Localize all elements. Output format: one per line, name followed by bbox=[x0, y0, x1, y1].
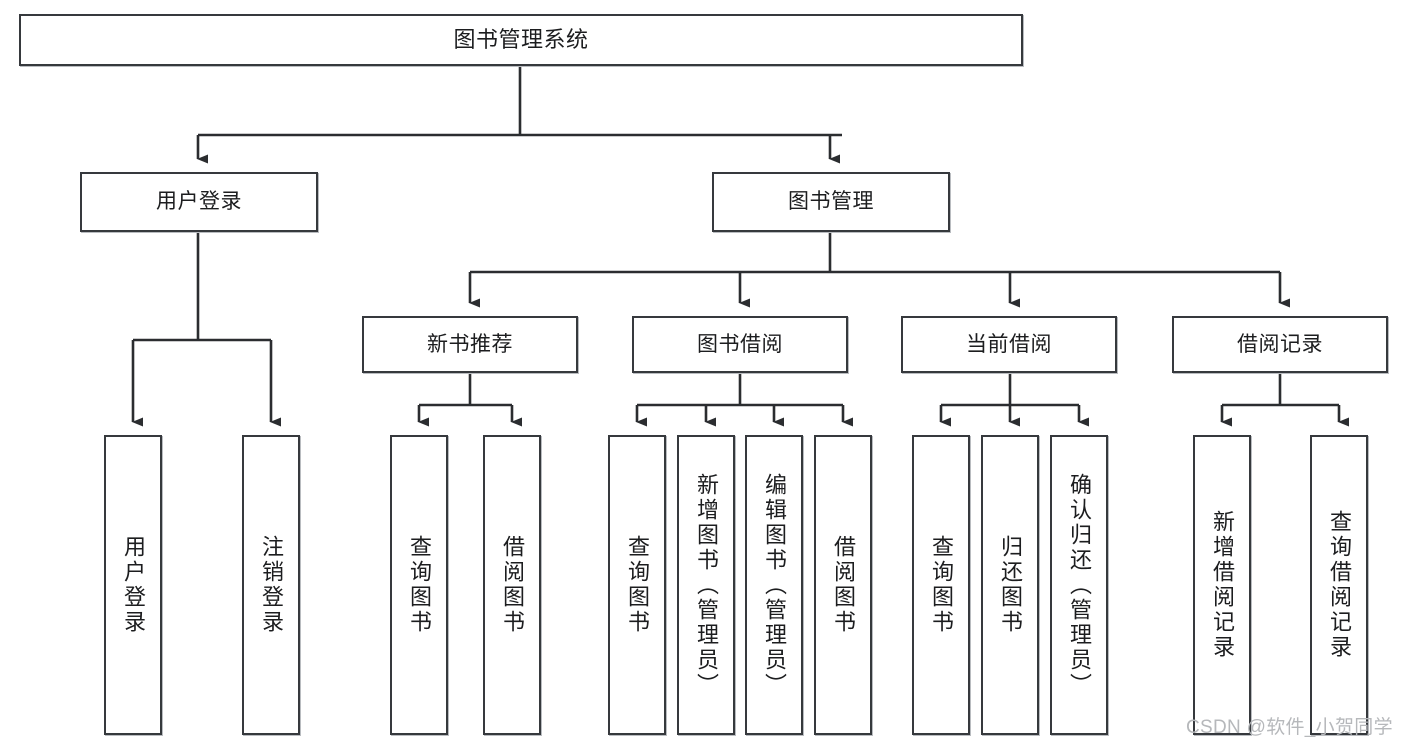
node-label: 借阅图书 bbox=[500, 535, 525, 635]
node-new-book-recommend[interactable]: 新书推荐 bbox=[362, 316, 578, 373]
node-label: 新增借阅记录 bbox=[1210, 510, 1235, 660]
node-label: 借阅图书 bbox=[831, 535, 856, 635]
node-label: 编辑图书（管理员） bbox=[762, 472, 787, 698]
node-leaf-borrow-book-recommend[interactable]: 借阅图书 bbox=[483, 435, 541, 735]
node-leaf-query-book-borrow[interactable]: 查询图书 bbox=[608, 435, 666, 735]
node-book-borrow[interactable]: 图书借阅 bbox=[632, 316, 848, 373]
node-label: 图书借阅 bbox=[697, 332, 783, 356]
node-label: 当前借阅 bbox=[966, 332, 1052, 356]
node-leaf-query-book-recommend[interactable]: 查询图书 bbox=[390, 435, 448, 735]
node-label: 用户登录 bbox=[156, 190, 242, 214]
node-label: 新增图书（管理员） bbox=[694, 472, 719, 698]
node-leaf-edit-book-admin[interactable]: 编辑图书（管理员） bbox=[745, 435, 803, 735]
node-leaf-borrow-book[interactable]: 借阅图书 bbox=[814, 435, 872, 735]
node-label: 查询图书 bbox=[929, 535, 954, 635]
node-label: 注销登录 bbox=[259, 535, 284, 635]
node-label: 图书管理系统 bbox=[453, 26, 589, 52]
node-label: 查询图书 bbox=[407, 535, 432, 635]
node-book-management[interactable]: 图书管理 bbox=[712, 172, 950, 232]
node-leaf-return-book[interactable]: 归还图书 bbox=[981, 435, 1039, 735]
node-leaf-add-borrow-record[interactable]: 新增借阅记录 bbox=[1193, 435, 1251, 735]
node-label: 用户登录 bbox=[121, 535, 146, 635]
node-current-borrow[interactable]: 当前借阅 bbox=[901, 316, 1117, 373]
node-leaf-confirm-return-admin[interactable]: 确认归还（管理员） bbox=[1050, 435, 1108, 735]
node-user-login[interactable]: 用户登录 bbox=[80, 172, 318, 232]
node-leaf-user-login[interactable]: 用户登录 bbox=[104, 435, 162, 735]
node-leaf-query-borrow-record[interactable]: 查询借阅记录 bbox=[1310, 435, 1368, 735]
node-label: 借阅记录 bbox=[1237, 332, 1323, 356]
node-label: 查询图书 bbox=[625, 535, 650, 635]
node-root-book-management-system[interactable]: 图书管理系统 bbox=[19, 14, 1023, 66]
node-label: 确认归还（管理员） bbox=[1067, 472, 1092, 698]
node-label: 归还图书 bbox=[998, 535, 1023, 635]
node-leaf-add-book-admin[interactable]: 新增图书（管理员） bbox=[677, 435, 735, 735]
node-label: 新书推荐 bbox=[427, 332, 513, 356]
node-leaf-query-book-current[interactable]: 查询图书 bbox=[912, 435, 970, 735]
node-label: 图书管理 bbox=[788, 190, 874, 214]
node-leaf-logout[interactable]: 注销登录 bbox=[242, 435, 300, 735]
watermark-text: CSDN @软件_小贺同学 bbox=[1186, 717, 1393, 738]
node-borrow-record[interactable]: 借阅记录 bbox=[1172, 316, 1388, 373]
node-label: 查询借阅记录 bbox=[1327, 510, 1352, 660]
